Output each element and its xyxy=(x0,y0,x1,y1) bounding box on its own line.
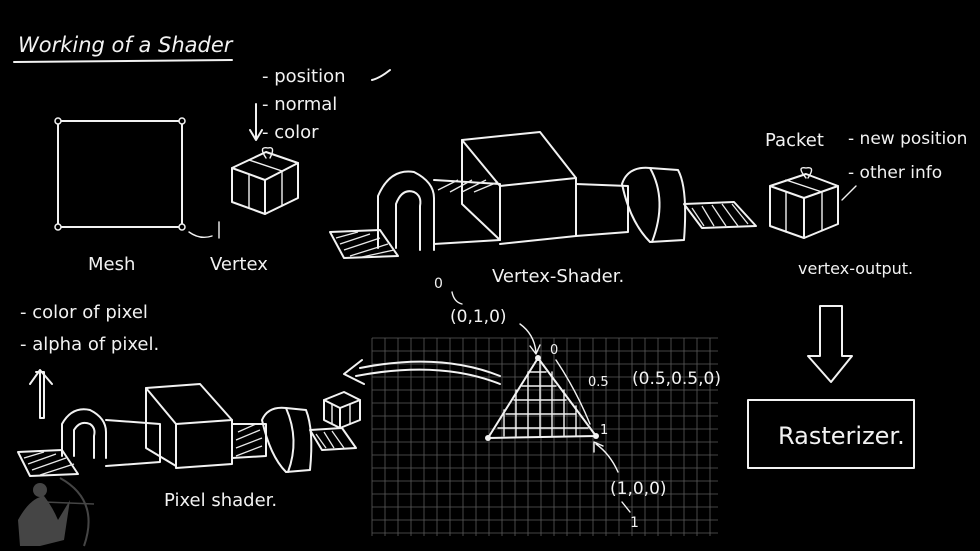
fragment-cube-icon xyxy=(323,391,361,429)
vertex-pointer-curve xyxy=(188,231,213,239)
vertex-output-label: vertex-output. xyxy=(798,259,913,278)
top-value: 0 xyxy=(550,343,558,358)
to-pixel-shader-arrow xyxy=(355,368,501,385)
bottom-pointer xyxy=(621,501,631,513)
interpolation-curve xyxy=(555,359,591,425)
packet-label: Packet xyxy=(765,130,824,151)
mesh-square xyxy=(54,117,186,231)
vertex-shader-label: Vertex-Shader. xyxy=(492,266,624,287)
pixel-output-alpha: - alpha of pixel. xyxy=(20,334,159,355)
attribute-normal: - normal xyxy=(262,94,337,115)
rasterizer-label: Rasterizer. xyxy=(778,422,905,450)
attributes-down-arrow xyxy=(249,103,263,141)
pixel-shader-label: Pixel shader. xyxy=(164,490,277,511)
attribute-color: - color xyxy=(262,122,319,143)
archer-logo-icon xyxy=(18,477,95,547)
mid-value: 0.5 xyxy=(588,375,609,390)
vertex-label: Vertex xyxy=(210,254,268,275)
top-coord: (0,1,0) xyxy=(450,307,507,327)
packet-other-info: - other info xyxy=(848,163,942,183)
pixel-output-up-arrow xyxy=(29,369,53,419)
bottom-value: 1 xyxy=(630,515,639,531)
packet-gift-box-icon xyxy=(769,167,839,239)
attribute-position: - position xyxy=(262,66,346,87)
diagram-title: Working of a Shader xyxy=(18,33,234,57)
origin-pointer xyxy=(451,291,463,305)
pixel-shader-machine-icon xyxy=(17,383,357,477)
packet-pointer-line xyxy=(841,185,857,201)
right-coord-arrow xyxy=(593,441,619,473)
vertex-gift-box-icon xyxy=(231,147,299,215)
right-value: 1 xyxy=(600,423,608,438)
vertex-shader-machine-icon xyxy=(329,131,757,259)
pixel-output-color: - color of pixel xyxy=(20,302,148,323)
raster-triangle xyxy=(485,355,599,441)
rasterizer-box xyxy=(747,399,915,469)
origin-value: 0 xyxy=(434,276,443,292)
check-mark xyxy=(371,69,391,81)
title-underline xyxy=(13,59,233,63)
to-pixel-shader-arrowhead xyxy=(343,359,365,385)
packet-new-position: - new position xyxy=(848,129,967,149)
to-pixel-shader-arrow-top xyxy=(359,360,501,377)
rasterizer-down-arrow xyxy=(807,305,853,383)
top-coord-arrow xyxy=(519,323,541,355)
mid-coord: (0.5,0.5,0) xyxy=(632,369,721,389)
right-coord: (1,0,0) xyxy=(610,479,667,499)
mesh-label: Mesh xyxy=(88,254,135,275)
